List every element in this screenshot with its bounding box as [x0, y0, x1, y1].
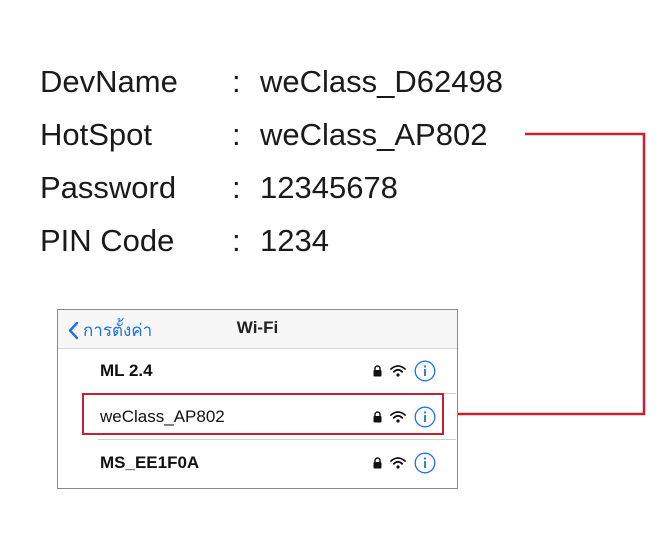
chevron-left-icon	[68, 321, 79, 340]
wifi-signal-icon	[390, 457, 406, 469]
page-title: Wi-Fi	[236, 318, 279, 337]
info-label: PIN Code	[40, 223, 175, 258]
info-value: 1234	[260, 223, 329, 258]
info-icon[interactable]	[414, 452, 436, 474]
network-name: ML 2.4	[100, 361, 153, 380]
network-row[interactable]: ML 2.4	[98, 349, 456, 394]
info-value: 12345678	[260, 170, 398, 205]
wifi-header: การตั้งค่า Wi-Fi	[58, 310, 457, 349]
wifi-signal-icon	[390, 365, 406, 377]
info-label: HotSpot	[40, 117, 153, 152]
network-name: MS_EE1F0A	[100, 453, 200, 472]
info-icon[interactable]	[414, 360, 436, 382]
row-divider	[98, 393, 456, 394]
network-row[interactable]: MS_EE1F0A	[98, 441, 456, 486]
info-label: Password	[40, 170, 177, 205]
info-colon: :	[232, 117, 241, 152]
info-label: DevName	[40, 64, 178, 99]
network-status-icons	[373, 406, 436, 428]
network-status-icons	[373, 360, 436, 382]
network-name: weClass_AP802	[100, 407, 225, 426]
lock-icon	[373, 457, 382, 469]
info-colon: :	[232, 223, 241, 258]
row-divider	[98, 439, 456, 440]
back-button[interactable]: การตั้งค่า	[68, 317, 152, 344]
wifi-settings-panel: การตั้งค่า Wi-Fi ML 2.4 weClass_AP802	[57, 309, 458, 489]
info-colon: :	[232, 64, 241, 99]
network-row[interactable]: weClass_AP802	[98, 395, 456, 440]
info-value: weClass_AP802	[260, 117, 488, 152]
wifi-signal-icon	[390, 411, 406, 423]
back-label: การตั้งค่า	[83, 321, 153, 340]
info-colon: :	[232, 170, 241, 205]
info-icon[interactable]	[414, 406, 436, 428]
lock-icon	[373, 365, 382, 377]
info-value: weClass_D62498	[260, 64, 503, 99]
lock-icon	[373, 411, 382, 423]
network-status-icons	[373, 452, 436, 474]
